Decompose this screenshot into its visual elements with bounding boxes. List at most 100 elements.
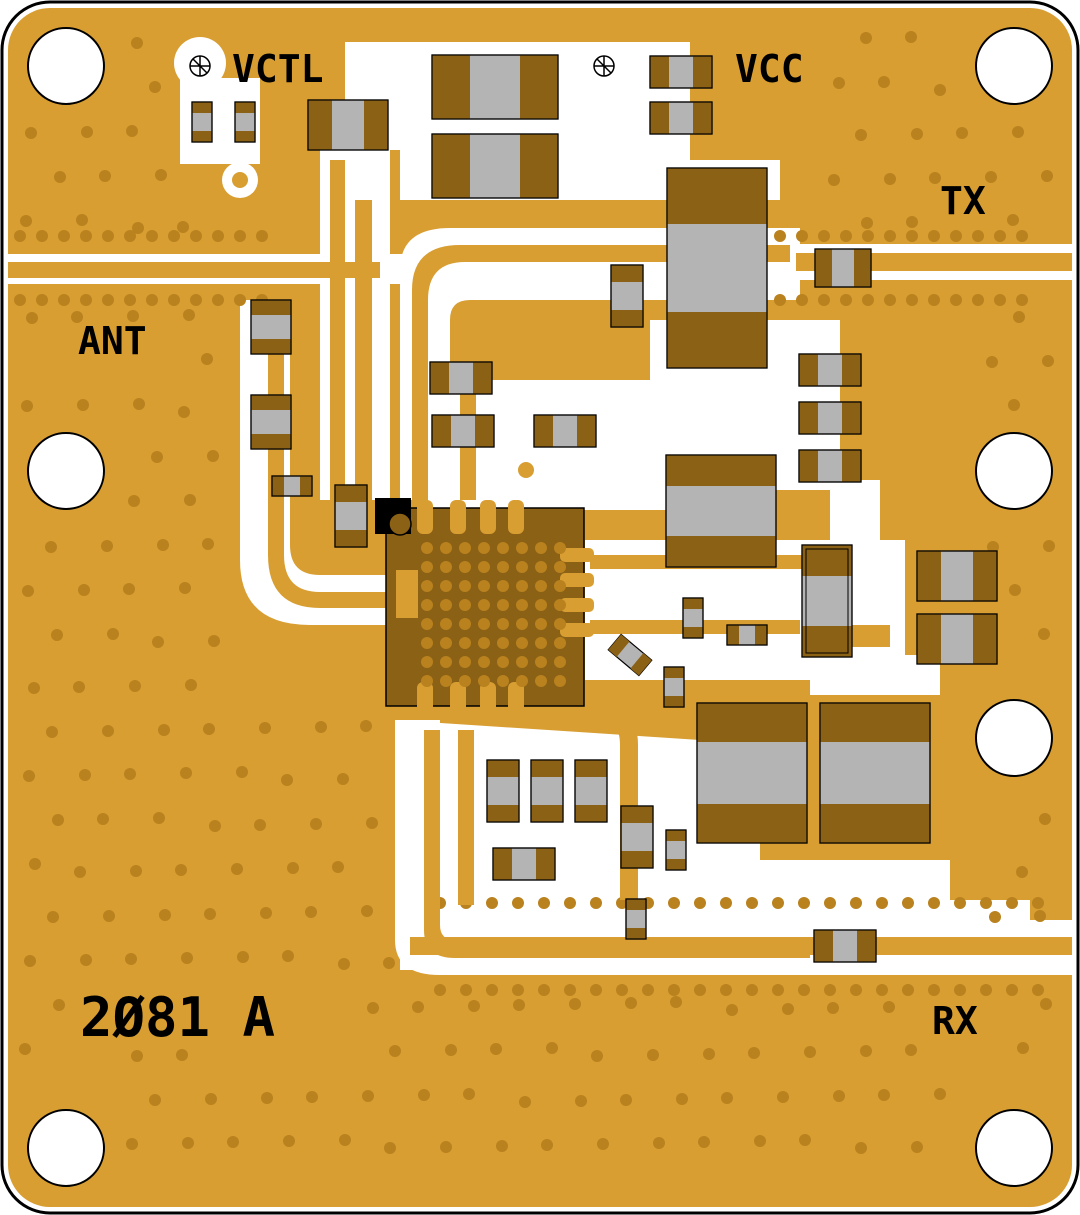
ic-thermal-via	[516, 656, 528, 668]
ic-thermal-via	[459, 580, 471, 592]
via	[1038, 628, 1050, 640]
ic-thermal-via	[421, 675, 433, 687]
via	[76, 214, 88, 226]
via	[151, 451, 163, 463]
via	[486, 897, 498, 909]
via	[158, 724, 170, 736]
via	[128, 495, 140, 507]
mounting-hole-mid-right	[975, 432, 1053, 510]
smd-component	[250, 394, 292, 450]
via	[54, 171, 66, 183]
via	[647, 1049, 659, 1061]
via	[1032, 897, 1044, 909]
mounting-hole-bottom-left	[27, 1109, 105, 1187]
via	[774, 294, 786, 306]
via	[538, 984, 550, 996]
smd-component	[649, 55, 713, 89]
component-outline	[805, 548, 849, 654]
via	[754, 1135, 766, 1147]
via	[989, 911, 1001, 923]
ic-pin1-dot	[388, 512, 412, 536]
via	[1042, 355, 1054, 367]
smd-component	[726, 624, 768, 646]
via	[256, 230, 268, 242]
via	[824, 984, 836, 996]
ic-thermal-via	[421, 656, 433, 668]
via	[818, 294, 830, 306]
via	[460, 984, 472, 996]
smd-component	[682, 597, 704, 639]
via	[22, 585, 34, 597]
smd-component	[486, 759, 520, 823]
ic-pad	[560, 598, 594, 612]
via	[36, 230, 48, 242]
via	[748, 1047, 760, 1059]
via	[512, 897, 524, 909]
ic-thermal-via	[516, 599, 528, 611]
vcc-label: VCC	[735, 47, 804, 91]
via	[182, 1137, 194, 1149]
via	[102, 725, 114, 737]
via	[212, 230, 224, 242]
ic-thermal-via	[497, 656, 509, 668]
via	[902, 897, 914, 909]
ic-pad	[450, 500, 466, 534]
via	[146, 230, 158, 242]
via	[183, 309, 195, 321]
via	[799, 1134, 811, 1146]
smd-component	[492, 847, 556, 881]
via	[102, 230, 114, 242]
via	[726, 1004, 738, 1016]
via	[840, 294, 852, 306]
via	[367, 1002, 379, 1014]
via	[1012, 126, 1024, 138]
mounting-hole-bottom-right	[975, 1109, 1053, 1187]
smd-component	[191, 101, 213, 143]
via	[133, 398, 145, 410]
via	[310, 818, 322, 830]
via	[855, 129, 867, 141]
via	[642, 984, 654, 996]
ic-package	[375, 498, 594, 716]
via	[78, 584, 90, 596]
via	[383, 957, 395, 969]
ic-thermal-via	[497, 675, 509, 687]
via	[207, 450, 219, 462]
via	[564, 897, 576, 909]
via	[73, 681, 85, 693]
ic-thermal-via	[516, 561, 528, 573]
via	[159, 909, 171, 921]
via	[906, 216, 918, 228]
via	[21, 400, 33, 412]
ic-thermal-via	[497, 599, 509, 611]
via	[157, 539, 169, 551]
via	[332, 861, 344, 873]
ic-thermal-via	[478, 637, 490, 649]
mounting-hole-mid-left	[27, 432, 105, 510]
via	[1040, 998, 1052, 1010]
smd-component	[813, 929, 877, 963]
via	[798, 984, 810, 996]
via	[950, 230, 962, 242]
via	[884, 173, 896, 185]
via	[80, 954, 92, 966]
via	[546, 1042, 558, 1054]
via	[203, 723, 215, 735]
ic-pad	[480, 682, 496, 716]
via	[782, 1003, 794, 1015]
via	[796, 294, 808, 306]
via	[906, 294, 918, 306]
ic-thermal-via	[516, 637, 528, 649]
ic-thermal-via	[440, 618, 452, 630]
via	[1008, 399, 1020, 411]
via	[339, 1134, 351, 1146]
smd-component	[574, 759, 608, 823]
ic-thermal-via	[497, 637, 509, 649]
via	[538, 897, 550, 909]
via	[850, 984, 862, 996]
ic-thermal-via	[421, 561, 433, 573]
smd-component	[801, 544, 853, 658]
smd-component	[665, 829, 687, 871]
via	[190, 294, 202, 306]
via	[168, 294, 180, 306]
